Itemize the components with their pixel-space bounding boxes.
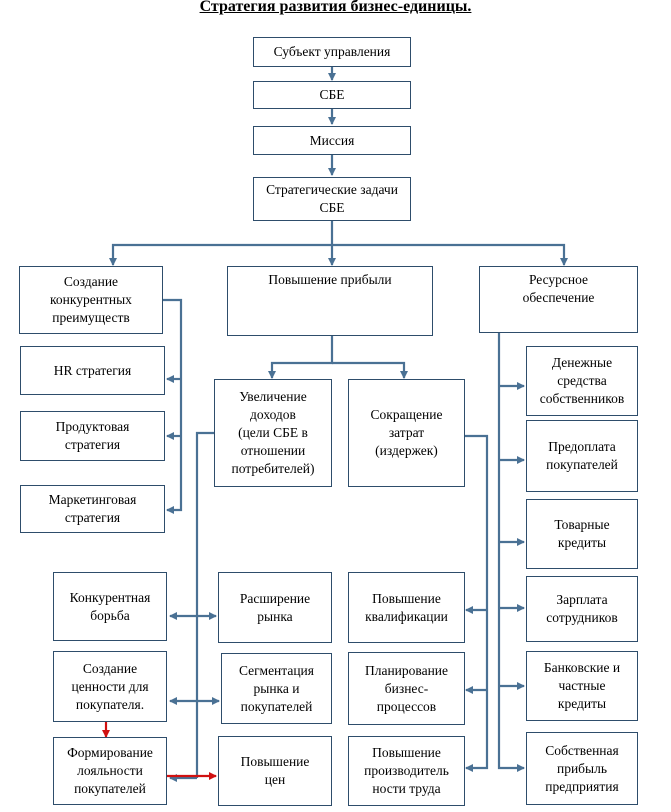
arrow-profit-costs — [332, 361, 408, 379]
node-own-profit: Собственная прибыль предприятия — [526, 732, 638, 805]
node-mission: Миссия — [253, 126, 411, 155]
node-market-expansion: Расширение рынка — [218, 572, 332, 643]
diagram-title: Стратегия развития бизнес-единицы. — [199, 0, 472, 15]
arrow-resource-own-profit — [497, 333, 525, 772]
node-hr-strategy: HR стратегия — [20, 346, 165, 395]
node-subject: Субъект управления — [253, 37, 411, 67]
node-process-planning: Планирование бизнес- процессов — [348, 652, 465, 725]
income-trunk — [195, 431, 214, 778]
arrow-tasks-resource — [332, 243, 568, 266]
node-prepayment: Предоплата покупателей — [526, 420, 638, 492]
node-resource: Ресурсное обеспечение — [479, 266, 638, 333]
node-loyalty: Формирование лояльности покупателей — [53, 737, 167, 805]
node-value-creation: Создание ценности для покупателя. — [53, 651, 167, 722]
node-income: Увеличение доходов (цели СБЕ в отношении… — [214, 379, 332, 487]
node-product-strategy: Продуктовая стратегия — [20, 411, 165, 461]
node-productivity: Повышение производитель ности труда — [348, 736, 465, 806]
node-costs: Сокращение затрат (издержек) — [348, 379, 465, 487]
arrow-tasks-competitive — [109, 243, 332, 266]
node-trade-credit: Товарные кредиты — [526, 499, 638, 569]
node-strategic-tasks: Стратегические задачи СБЕ — [253, 177, 411, 221]
node-sbe: СБЕ — [253, 81, 411, 109]
node-owner-funds: Денежные средства собственников — [526, 346, 638, 416]
arrow-profit-income — [268, 336, 334, 379]
arrow-competitive-marketing — [163, 298, 183, 514]
node-qualification: Повышение квалификации — [348, 572, 465, 643]
node-bank-credit: Банковские и частные кредиты — [526, 651, 638, 721]
node-salary: Зарплата сотрудников — [526, 576, 638, 642]
node-segmentation: Сегментация рынка и покупателей — [221, 653, 332, 724]
node-price-increase: Повышение цен — [218, 736, 332, 806]
arrow-costs-productivity — [465, 434, 489, 772]
node-competition: Конкурентная борьба — [53, 572, 167, 641]
node-competitive: Создание конкурентных преимуществ — [19, 266, 163, 334]
node-marketing-strategy: Маркетинговая стратегия — [20, 485, 165, 533]
node-profit: Повышение прибыли — [227, 266, 433, 336]
